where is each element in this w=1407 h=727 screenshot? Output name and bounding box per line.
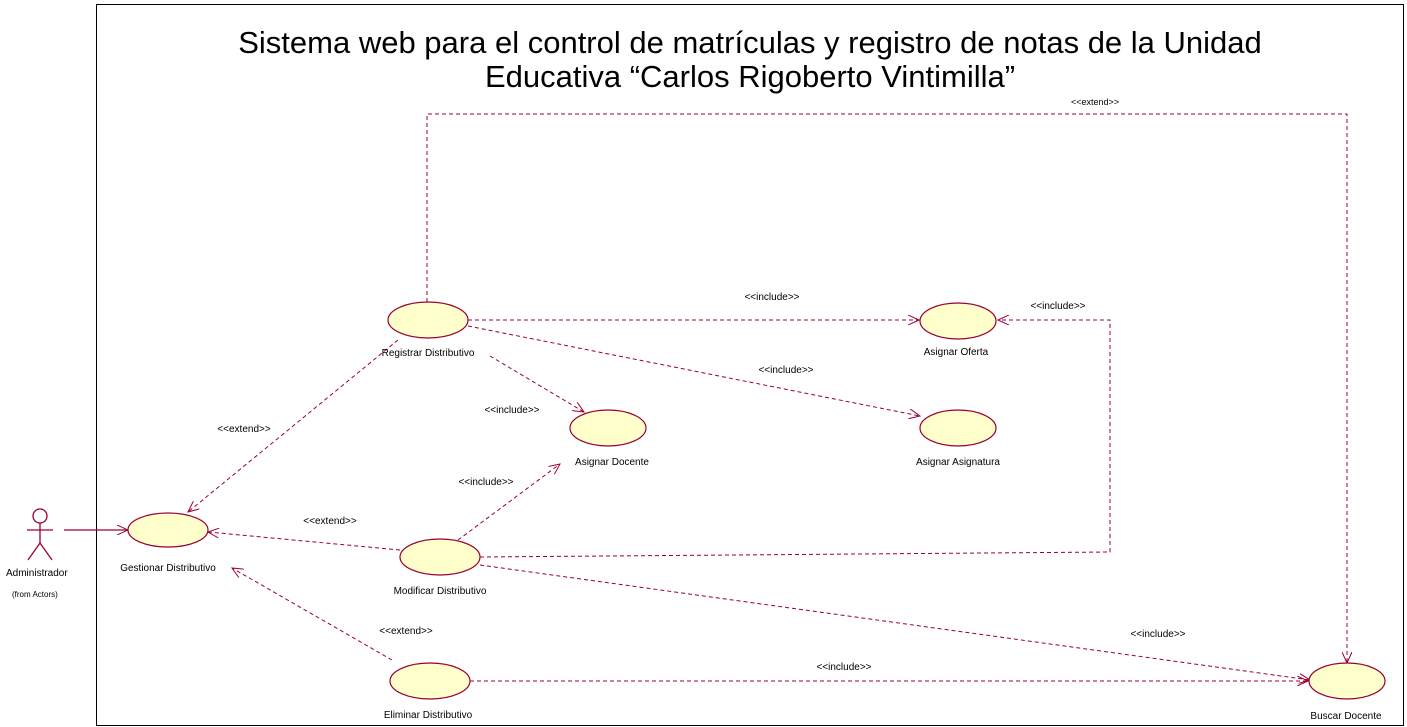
stereotype-registrar-docente: <<include>> [484,405,540,416]
label-asignar-oferta: Asignar Oferta [923,347,989,358]
stereotype-registrar-oferta: <<include>> [744,292,800,303]
system-boundary [96,4,1404,726]
actor-note: (from Actors) [12,590,58,599]
extend-registrar-gestionar [188,339,399,512]
stereotype-eliminar-buscar: <<include>> [816,662,872,673]
extend-eliminar-gestionar [232,568,393,661]
include-registrar-asignatura [467,325,920,416]
title-line-1: Sistema web para el control de matrícula… [238,25,1262,60]
stereotype-modificar-buscar: <<include>> [1130,629,1186,640]
usecase-registrar-distributivo[interactable] [387,301,469,339]
extend-registrar-buscar [426,113,1347,663]
usecase-gestionar-distributivo[interactable] [127,512,209,548]
usecase-asignar-oferta[interactable] [919,302,997,340]
label-registrar-distributivo: Registrar Distributivo [381,348,475,359]
stereotype-modificar-gestionar: <<extend>> [303,516,357,527]
usecase-eliminar-distributivo[interactable] [389,662,471,700]
actor-administrador-figure[interactable] [27,508,53,561]
stereotype-registrar-buscar: <<extend>> [1070,97,1120,107]
actor-name: Administrador [6,568,68,579]
usecase-modificar-distributivo[interactable] [399,538,481,576]
title-line-2: Educativa “Carlos Rigoberto Vintimilla” [484,59,1016,94]
usecase-asignar-docente[interactable] [569,409,647,447]
include-registrar-docente [489,355,584,412]
stereotype-registrar-gestionar: <<extend>> [217,424,271,435]
include-modificar-oferta [479,320,1111,558]
diagram-title: Sistema web para el control de matrícula… [96,26,1404,94]
include-modificar-docente [457,464,560,541]
label-gestionar-distributivo: Gestionar Distributivo [120,563,216,574]
stereotype-eliminar-gestionar: <<extend>> [379,626,433,637]
label-eliminar-distributivo: Eliminar Distributivo [383,710,473,721]
extend-modificar-gestionar [208,532,401,551]
label-buscar-docente: Buscar Docente [1310,711,1382,722]
stereotype-modificar-docente: <<include>> [458,477,514,488]
usecase-buscar-docente[interactable] [1308,662,1386,700]
usecase-asignar-asignatura[interactable] [919,409,997,447]
label-asignar-asignatura: Asignar Asignatura [916,457,1000,468]
stereotype-registrar-asignatura: <<include>> [758,365,814,376]
label-modificar-distributivo: Modificar Distributivo [393,586,487,597]
stereotype-modificar-oferta: <<include>> [1030,301,1086,312]
include-modificar-buscar [479,564,1310,680]
label-asignar-docente: Asignar Docente [575,457,649,468]
